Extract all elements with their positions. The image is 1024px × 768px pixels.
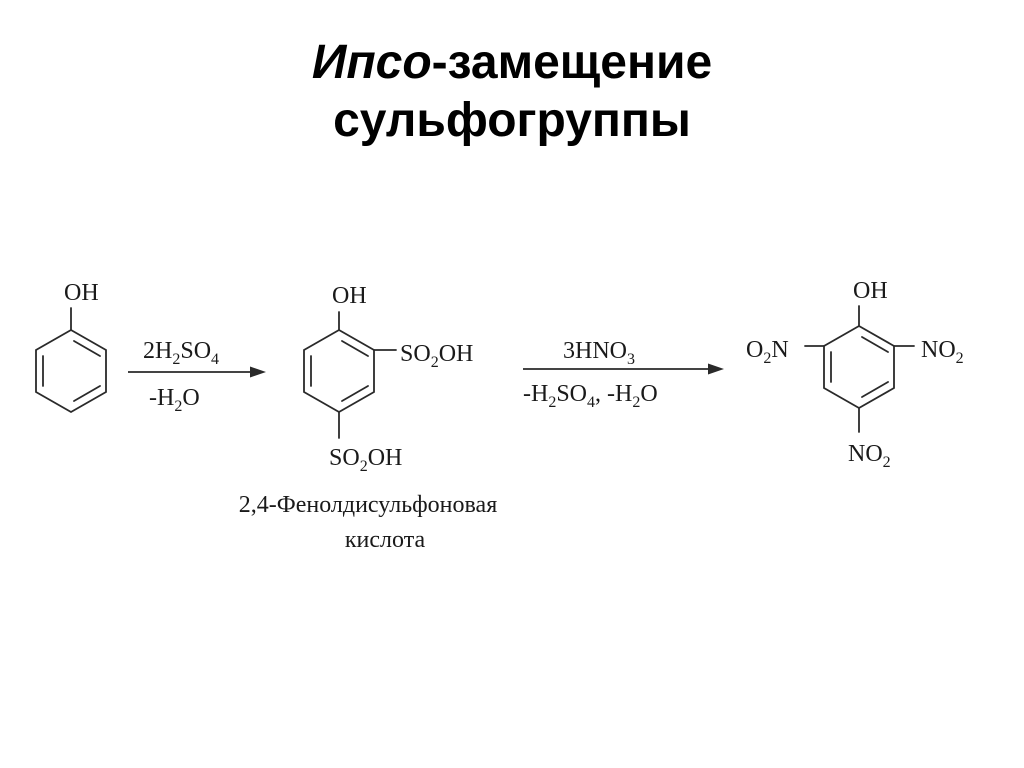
product-no2-left-label: O2N [746,337,789,367]
intermediate-so3h-bottom-label: SO2OH [329,445,402,475]
title-line-1: Ипсо-замещение [0,34,1024,92]
step1-reagent: 2H2SO4 [143,338,219,368]
step1-byproduct: -H2O [149,385,200,415]
phenol-ring [35,328,107,414]
step2-byproduct: -H2SO4, -H2O [523,381,658,411]
step1-arrow-head [250,366,266,378]
step2-arrow: 3HNO3 -H2SO4, -H2O [523,338,724,411]
product-ring [823,324,895,410]
intermediate-ring [303,328,375,414]
phenol-structure: OH [35,280,107,414]
product-oh-label: OH [853,278,888,304]
intermediate-oh-label: OH [332,283,367,309]
product-no2-bottom-label: NO2 [848,441,891,471]
product-ring-double-bond [861,336,889,353]
intermediate-name-line-1: 2,4-Фенолдисульфоновая [239,492,497,518]
product-structure: OH O2N NO2 NO2 [746,278,964,471]
step1-arrow: 2H2SO4 -H2O [128,338,266,415]
title-ipso-word: Ипсо [311,36,432,89]
step2-arrow-head [708,363,724,375]
step2-reagent: 3HNO3 [563,338,635,368]
intermediate-ring-double-bond [341,385,369,402]
phenol-ring-double-bond [73,340,101,357]
intermediate-structure: OH SO2OH SO2OH 2,4-Фенолдисульфоновая ки… [239,283,497,553]
phenol-ring-double-bond [73,385,101,402]
intermediate-so3h-top-label: SO2OH [400,341,473,371]
product-no2-right-label: NO2 [921,337,964,367]
phenol-oh-label: OH [64,280,99,306]
intermediate-name-line-2: кислота [345,527,426,553]
title-line-2: сульфогруппы [333,94,691,147]
product-ring-double-bond [861,381,889,398]
title-rest-word: -замещение [431,36,713,89]
intermediate-ring-double-bond [341,340,369,357]
slide-title: Ипсо-замещение сульфогруппы [0,34,1024,150]
